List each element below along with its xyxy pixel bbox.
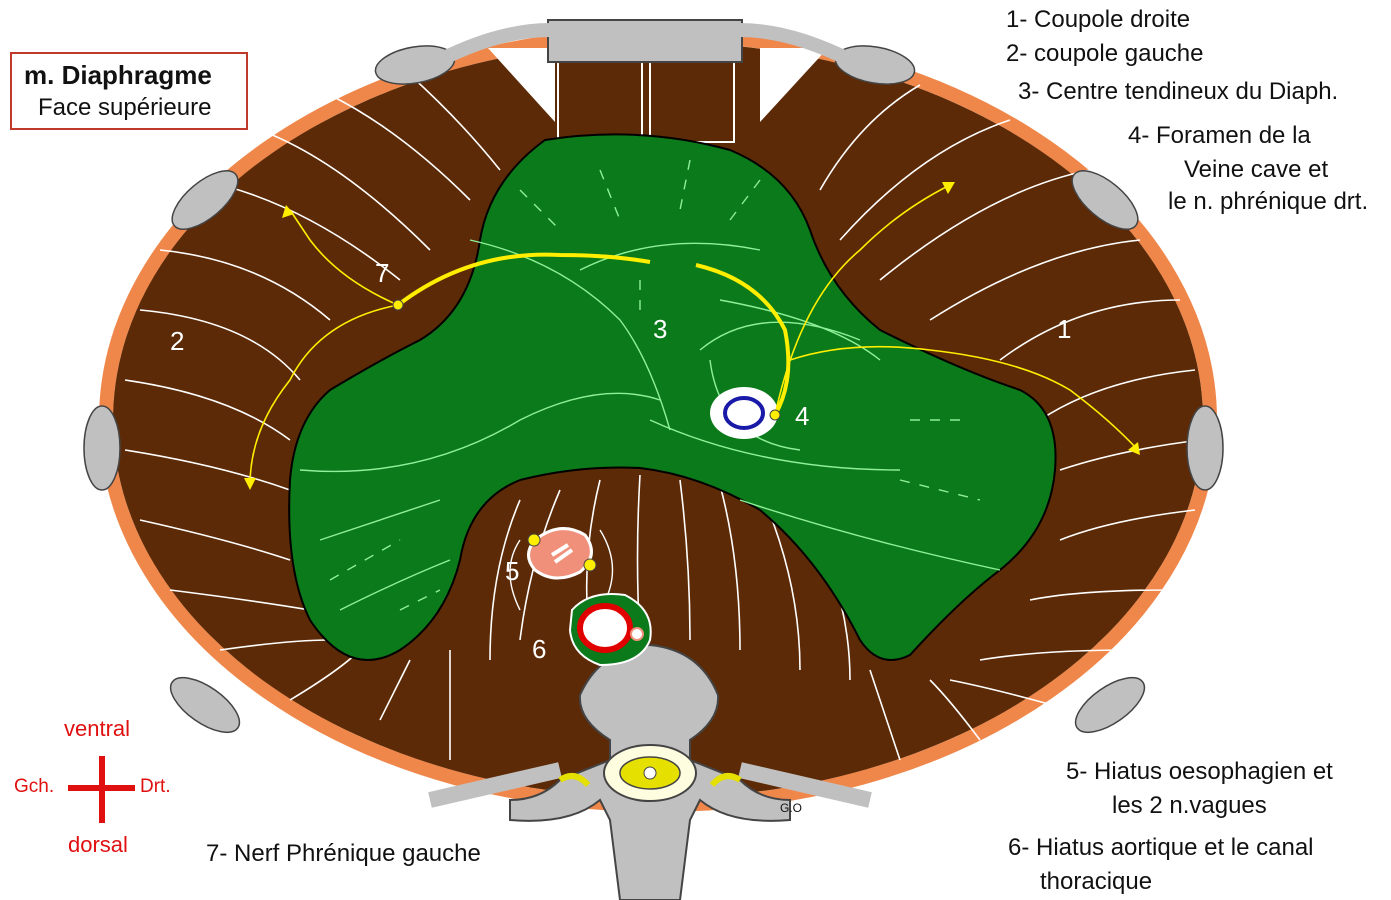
label-7: 7 (375, 258, 389, 288)
vena-cava-foramen (710, 387, 778, 439)
title-box: m. Diaphragme Face supérieure (10, 52, 248, 130)
sternal-slip-1 (558, 52, 642, 142)
orient-ventral: ventral (64, 716, 130, 742)
legend-item-4-line2: Veine cave et (1184, 156, 1328, 184)
label-4: 4 (795, 401, 809, 431)
label-2: 2 (170, 326, 184, 356)
legend-item-4-line3: le n. phrénique drt. (1168, 188, 1368, 216)
legend-item-1: 1- Coupole droite (1006, 6, 1190, 34)
nerve-origin-right (770, 410, 780, 420)
title-sub: Face supérieure (38, 94, 211, 122)
orient-dorsal: dorsal (68, 832, 128, 858)
legend-item-3: 3- Centre tendineux du Diaph. (1018, 78, 1338, 106)
orientation-cross (68, 756, 135, 823)
legend-item-4-line1: 4- Foramen de la (1128, 122, 1311, 150)
legend-item-7: 7- Nerf Phrénique gauche (206, 840, 481, 868)
label-6: 6 (532, 634, 546, 664)
legend-item-5-line1: 5- Hiatus oesophagien et (1066, 758, 1333, 786)
label-go: G.O (780, 801, 802, 815)
label-1: 1 (1057, 314, 1071, 344)
orient-left: Gch. (14, 776, 54, 798)
legend-item-2: 2- coupole gauche (1006, 40, 1203, 68)
sternal-slip-2 (650, 52, 734, 142)
label-3: 3 (653, 314, 667, 344)
orient-right: Drt. (140, 776, 171, 798)
aortic-hiatus (570, 594, 651, 665)
nerve-origin-left (393, 300, 403, 310)
legend-item-6-line2: thoracique (1040, 868, 1152, 896)
legend-item-6-line1: 6- Hiatus aortique et le canal (1008, 834, 1314, 862)
label-5: 5 (505, 556, 519, 586)
title-main: m. Diaphragme (24, 60, 212, 91)
sternum (548, 20, 742, 62)
legend-item-5-line2: les 2 n.vagues (1112, 792, 1267, 820)
